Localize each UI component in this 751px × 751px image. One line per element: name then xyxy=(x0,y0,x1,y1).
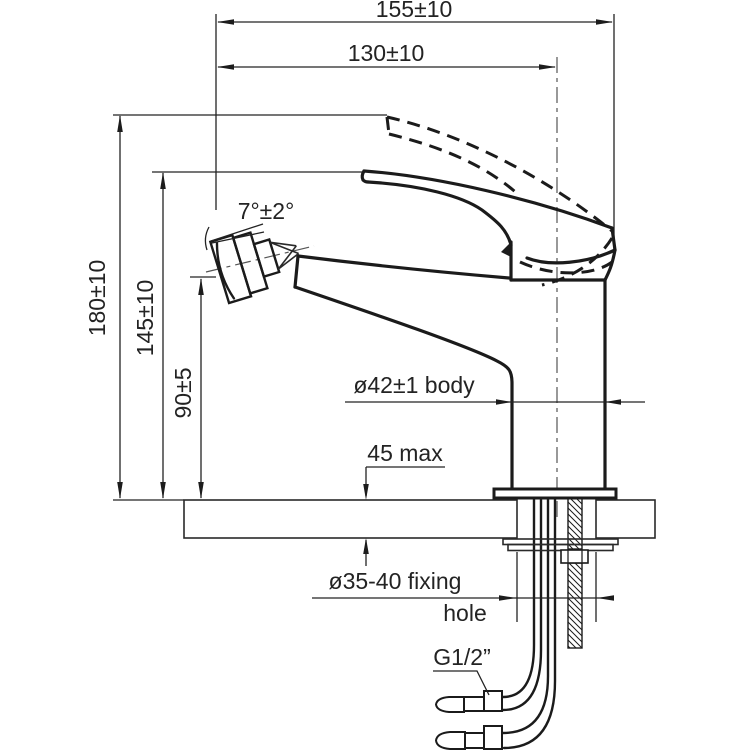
hose-fitting-lower xyxy=(434,725,503,750)
spout-top-edge xyxy=(296,254,511,280)
handle-left-cap xyxy=(360,169,370,184)
dimension-body-diameter: ø42±1 body xyxy=(345,372,645,405)
spout-end-cap xyxy=(293,254,300,289)
dome-cusp xyxy=(501,242,511,257)
faucet-handle-raised-dashed xyxy=(385,115,614,287)
label-thread: G1/2” xyxy=(433,644,491,670)
base-flange xyxy=(492,487,618,500)
label-deck-thickness: 45 max xyxy=(367,440,443,466)
handle-tip-to-shoulder xyxy=(603,248,617,282)
label-height-to-handle: 145±10 xyxy=(132,280,158,357)
mounting-nut xyxy=(560,549,589,564)
aerator-axis-centerline xyxy=(205,245,315,273)
body-dome-curve xyxy=(366,180,513,247)
fitting-cap-icon xyxy=(434,731,466,750)
dimension-width-overall: 155±10 xyxy=(217,0,613,25)
hose-fitting-upper xyxy=(434,690,503,713)
supply-hose-lower xyxy=(501,496,550,735)
label-thread-group: G1/2” xyxy=(433,644,491,696)
dimension-width-to-center: 130±10 xyxy=(217,40,556,70)
mounting-stud xyxy=(567,497,583,649)
aerator xyxy=(205,231,315,305)
dimension-height-to-handle: 145±10 xyxy=(132,172,166,499)
supply-hose-upper xyxy=(501,496,536,699)
supply-hoses xyxy=(501,496,557,750)
faucet-outline xyxy=(293,169,617,491)
handle-tip xyxy=(610,226,617,252)
extension-lines xyxy=(113,14,615,622)
dimension-aerator-angle: 7°±2° xyxy=(204,198,295,251)
label-height-to-aerator: 90±5 xyxy=(170,368,196,419)
countertop-section xyxy=(183,499,656,539)
label-width-to-center: 130±10 xyxy=(348,40,425,66)
label-fixing-hole-1: ø35-40 fixing xyxy=(329,568,462,594)
dimension-height-to-aerator: 90±5 xyxy=(170,278,204,499)
label-height-overall: 180±10 xyxy=(84,260,110,337)
handle-underside xyxy=(525,248,617,265)
dimension-height-overall: 180±10 xyxy=(84,115,123,499)
label-aerator-angle: 7°±2° xyxy=(238,198,295,224)
spout-bottom-into-body xyxy=(293,285,514,491)
fitting-cap-icon xyxy=(434,696,465,713)
label-width-overall: 155±10 xyxy=(376,0,453,22)
dimension-fixing-hole: ø35-40 fixing hole xyxy=(312,568,614,626)
label-body-diameter: ø42±1 body xyxy=(353,372,475,398)
supply-hose-upper-wall xyxy=(501,496,543,712)
supply-hose-lower-wall xyxy=(502,496,557,750)
washer-plate xyxy=(502,538,619,552)
handle-top-edge xyxy=(362,169,614,230)
label-fixing-hole-2: hole xyxy=(443,600,486,626)
dimension-deck-thickness: 45 max xyxy=(363,440,445,566)
